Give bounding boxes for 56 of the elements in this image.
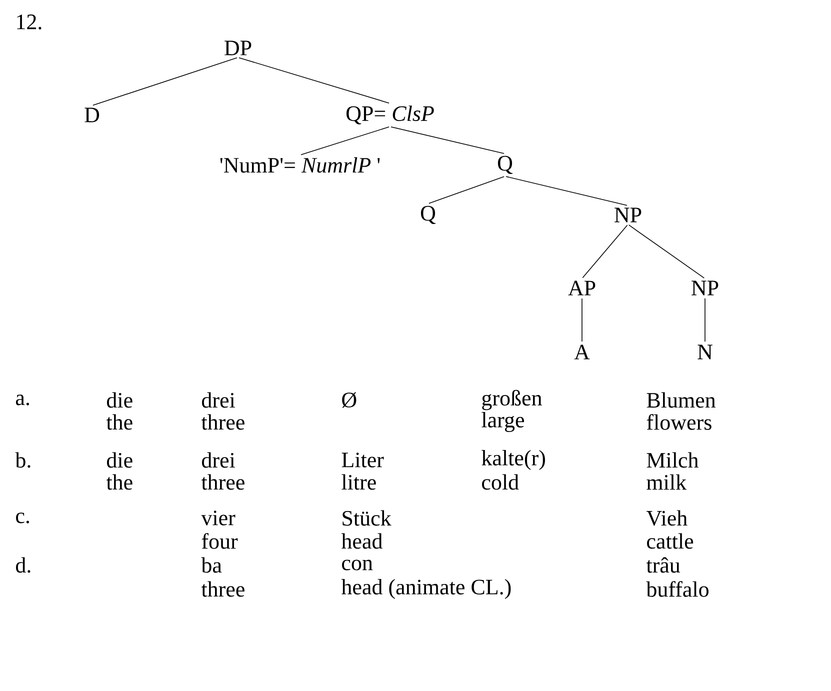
gloss-word: Blumen	[646, 392, 716, 408]
gloss-word: cold	[482, 474, 519, 490]
gloss-word: die	[107, 452, 132, 468]
gloss-word: Liter	[342, 452, 384, 468]
gloss-word: drei	[202, 452, 235, 468]
gloss-word: d.	[16, 557, 30, 573]
gloss-word: Vieh	[646, 510, 688, 526]
gloss-word: large	[482, 412, 524, 432]
gloss-word: Stück	[342, 510, 392, 526]
tree-node-label: D	[84, 108, 100, 122]
tree-branch	[92, 57, 238, 106]
tree-branch	[300, 126, 390, 156]
tree-branch	[238, 57, 390, 104]
tree-node-label: 'NumP'= NumrlP '	[220, 157, 380, 173]
tree-node-label: Q	[498, 156, 513, 174]
gloss-word: kalte(r)	[482, 450, 545, 470]
gloss-word: litre	[342, 474, 376, 490]
tree-node-label: AP	[568, 280, 596, 296]
gloss-word: cattle	[647, 533, 694, 549]
gloss-word: milk	[646, 474, 687, 490]
tree-branch	[428, 176, 504, 204]
tree-branch	[506, 176, 628, 206]
tree-node-label: NP	[614, 208, 642, 222]
gloss-word: vier	[201, 510, 236, 526]
tree-node-label: N	[698, 344, 712, 360]
tree-node-label: NP	[692, 280, 718, 296]
tree-branch	[628, 224, 705, 278]
gloss-word: the	[106, 474, 132, 490]
gloss-word: head (animate CL.)	[341, 579, 511, 599]
gloss-word: die	[107, 392, 132, 408]
gloss-word: b.	[15, 452, 30, 468]
gloss-word: trâu	[646, 557, 680, 573]
gloss-word: head	[341, 533, 382, 549]
gloss-word: c.	[16, 512, 30, 524]
gloss-word: three	[201, 581, 244, 597]
gloss-word: Milch	[646, 452, 698, 468]
gloss-word: drei	[202, 392, 235, 408]
tree-node-label: DP	[224, 40, 252, 56]
gloss-word: four	[202, 533, 238, 549]
example-number: 12.	[17, 14, 42, 30]
gloss-word: flowers	[646, 414, 712, 430]
gloss-word: a.	[16, 394, 30, 406]
gloss-word: ba	[201, 557, 222, 573]
tree-branch	[704, 298, 706, 342]
tree-branch	[582, 224, 628, 278]
tree-node-label: A	[574, 344, 590, 360]
gloss-word: großen	[482, 390, 542, 410]
gloss-word: buffalo	[646, 581, 708, 597]
tree-branch	[390, 126, 504, 154]
tree-node-label: QP= ClsP	[346, 106, 434, 124]
gloss-word: con	[342, 560, 373, 570]
gloss-word: three	[201, 474, 244, 490]
gloss-word: the	[106, 414, 132, 430]
gloss-word: three	[201, 414, 244, 430]
tree-node-label: Q	[420, 206, 436, 224]
gloss-word: Ø	[342, 392, 356, 408]
